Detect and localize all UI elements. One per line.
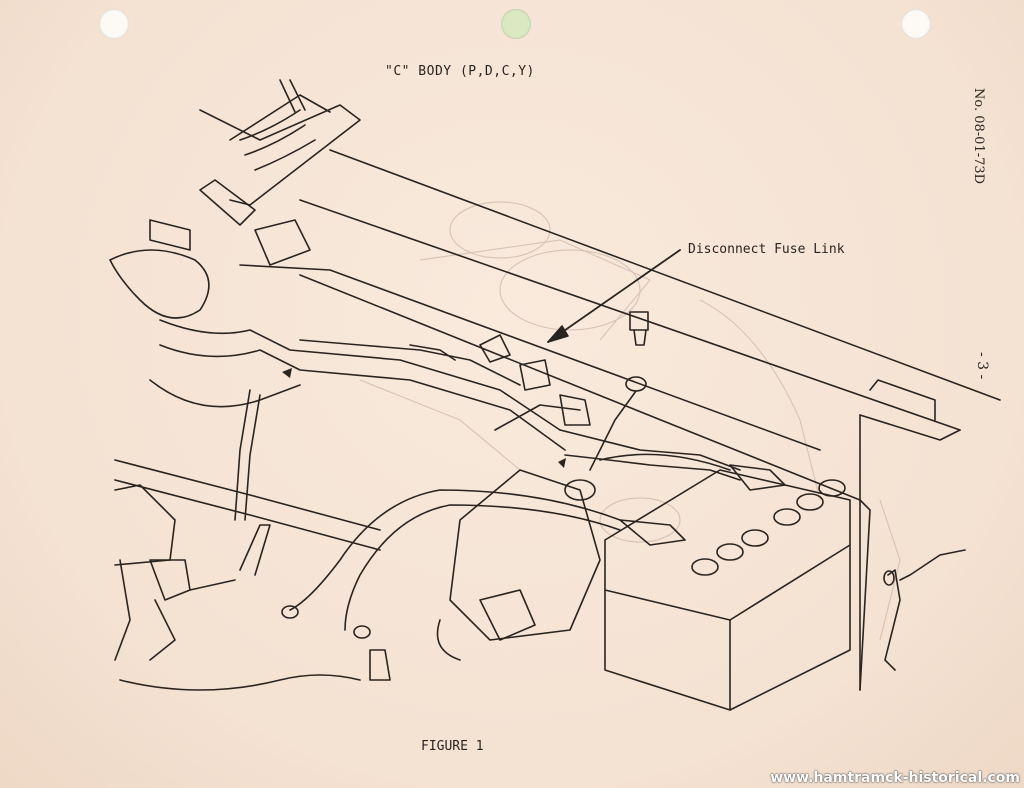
battery bbox=[564, 464, 851, 711]
fender-outline bbox=[239, 149, 1001, 691]
callout-label: Disconnect Fuse Link bbox=[688, 242, 845, 257]
starter-relay bbox=[436, 469, 601, 661]
binder-hole bbox=[99, 9, 129, 39]
battery-clamp-tool bbox=[199, 79, 361, 266]
binder-hole bbox=[501, 9, 531, 39]
hood-prop-rod bbox=[883, 549, 966, 671]
battery-cables bbox=[281, 453, 731, 639]
engine-block bbox=[114, 459, 391, 691]
figure-caption: FIGURE 1 bbox=[421, 739, 484, 754]
harness-marker bbox=[558, 458, 566, 468]
website-watermark: www.hamtramck-historical.com bbox=[770, 770, 1020, 786]
callout-arrow bbox=[547, 249, 681, 343]
wiring-harness bbox=[109, 219, 741, 521]
bleed-through-lines bbox=[359, 201, 901, 641]
binder-hole bbox=[901, 9, 931, 39]
fuse-link bbox=[409, 311, 649, 471]
harness-marker bbox=[282, 368, 292, 378]
page-title: "C" BODY (P,D,C,Y) bbox=[385, 64, 535, 79]
